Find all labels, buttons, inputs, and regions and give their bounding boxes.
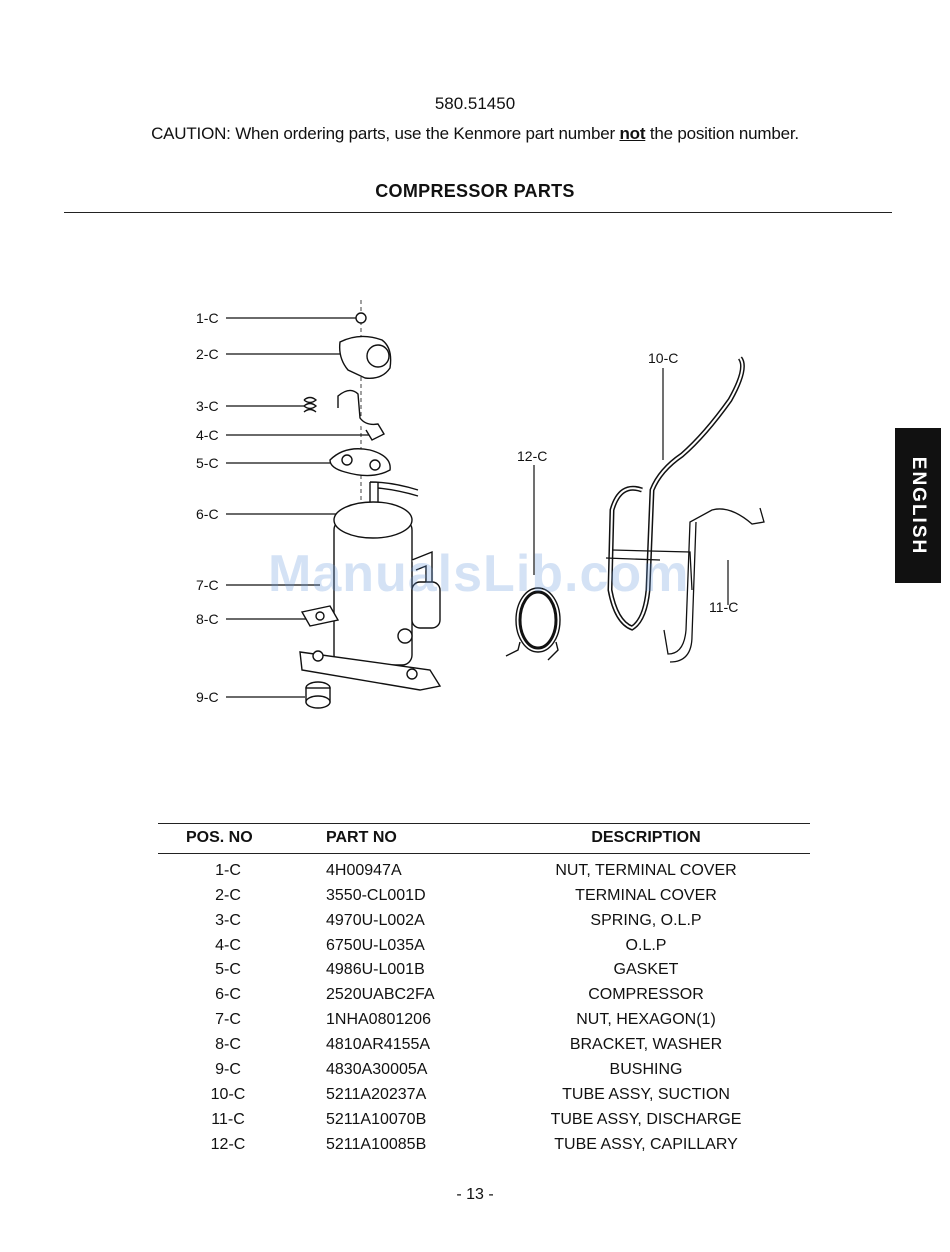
cell-pos: 4-C bbox=[215, 937, 241, 954]
cell-part: 4830A30005A bbox=[326, 1061, 428, 1078]
cell-pos: 9-C bbox=[215, 1061, 241, 1078]
cell-pos: 11-C bbox=[211, 1111, 245, 1128]
callout-labels: 1-C 2-C 3-C 4-C 5-C 6-C 7-C 8-C 9-C 10-C… bbox=[196, 310, 738, 705]
cell-part: 5211A20237A bbox=[326, 1086, 427, 1103]
table-row: 1-C 4H00947A NUT, TERMINAL COVER bbox=[158, 862, 810, 887]
page-number: - 13 - bbox=[456, 1186, 494, 1203]
callout-10c: 10-C bbox=[648, 350, 678, 366]
cell-pos: 2-C bbox=[215, 887, 241, 904]
watermark: ManualsLib.com bbox=[268, 545, 690, 603]
language-tab: ENGLISH bbox=[895, 428, 941, 583]
caution-note: CAUTION: When ordering parts, use the Ke… bbox=[0, 124, 950, 144]
exploded-parts-diagram: 1-C 2-C 3-C 4-C 5-C 6-C 7-C 8-C 9-C 10-C… bbox=[196, 300, 765, 709]
cell-desc: TUBE ASSY, CAPILLARY bbox=[554, 1136, 738, 1153]
cell-desc: SPRING, O.L.P bbox=[590, 912, 702, 929]
callout-11c: 11-C bbox=[709, 599, 738, 615]
caution-emphasis: not bbox=[619, 124, 646, 143]
model-number: 580.51450 bbox=[434, 94, 516, 113]
callout-2c: 2-C bbox=[196, 346, 219, 362]
cell-part: 4H00947A bbox=[326, 862, 402, 879]
table-row: 10-C 5211A20237A TUBE ASSY, SUCTION bbox=[158, 1086, 810, 1111]
leader-lines bbox=[226, 300, 729, 698]
table-row: 3-C 4970U-L002A SPRING, O.L.P bbox=[158, 912, 810, 937]
callout-3c: 3-C bbox=[196, 398, 219, 414]
title-divider bbox=[64, 212, 892, 213]
cell-desc: TERMINAL COVER bbox=[575, 887, 717, 904]
callout-6c: 6-C bbox=[196, 506, 219, 522]
cell-desc: TUBE ASSY, DISCHARGE bbox=[550, 1111, 742, 1128]
callout-4c: 4-C bbox=[196, 427, 219, 443]
cell-desc: BRACKET, WASHER bbox=[569, 1036, 723, 1053]
cell-part: 5211A10085B bbox=[326, 1136, 427, 1153]
section-title: COMPRESSOR PARTS bbox=[375, 181, 575, 201]
cell-desc: NUT, HEXAGON(1) bbox=[576, 1011, 716, 1028]
cell-desc: TUBE ASSY, SUCTION bbox=[562, 1086, 730, 1103]
table-top-rule bbox=[158, 823, 810, 824]
table-header-rule bbox=[158, 853, 810, 854]
cell-pos: 5-C bbox=[215, 961, 241, 978]
table-row: 12-C 5211A10085B TUBE ASSY, CAPILLARY bbox=[158, 1136, 810, 1161]
cell-pos: 7-C bbox=[215, 1011, 241, 1028]
cell-part: 1NHA0801206 bbox=[326, 1011, 431, 1028]
table-row: 8-C 4810AR4155A BRACKET, WASHER bbox=[158, 1036, 810, 1061]
cell-desc: BUSHING bbox=[609, 1061, 683, 1078]
cell-desc: NUT, TERMINAL COVER bbox=[555, 862, 737, 879]
caution-text-after: the position number. bbox=[645, 124, 799, 143]
cell-desc: GASKET bbox=[613, 961, 679, 978]
cell-pos: 6-C bbox=[215, 986, 241, 1003]
cell-part: 6750U-L035A bbox=[326, 937, 425, 954]
cell-part: 3550-CL001D bbox=[326, 887, 426, 904]
cell-pos: 10-C bbox=[210, 1086, 246, 1103]
callout-1c: 1-C bbox=[196, 310, 219, 326]
cell-pos: 1-C bbox=[215, 862, 241, 879]
table-row: 6-C 2520UABC2FA COMPRESSOR bbox=[158, 986, 810, 1011]
callout-8c: 8-C bbox=[196, 611, 219, 627]
table-row: 7-C 1NHA0801206 NUT, HEXAGON(1) bbox=[158, 1011, 810, 1036]
header-pos-no: POS. NO bbox=[186, 829, 253, 846]
table-row: 11-C 5211A10070B TUBE ASSY, DISCHARGE bbox=[158, 1111, 810, 1136]
cell-pos: 3-C bbox=[215, 912, 241, 929]
callout-7c: 7-C bbox=[196, 577, 219, 593]
cell-part: 2520UABC2FA bbox=[326, 986, 435, 1003]
compressor-assembly bbox=[299, 312, 442, 709]
cell-desc: COMPRESSOR bbox=[588, 986, 704, 1003]
callout-9c: 9-C bbox=[196, 689, 219, 705]
cell-part: 4810AR4155A bbox=[326, 1036, 431, 1053]
capillary-tube bbox=[505, 587, 561, 661]
table-row: 4-C 6750U-L035A O.L.P bbox=[158, 937, 810, 962]
table-row: 2-C 3550-CL001D TERMINAL COVER bbox=[158, 887, 810, 912]
header-description: DESCRIPTION bbox=[591, 829, 701, 846]
header-part-no: PART NO bbox=[326, 829, 397, 846]
cell-pos: 12-C bbox=[210, 1136, 246, 1153]
cell-part: 5211A10070B bbox=[326, 1111, 427, 1128]
callout-12c: 12-C bbox=[517, 448, 547, 464]
callout-5c: 5-C bbox=[196, 455, 219, 471]
table-row: 5-C 4986U-L001B GASKET bbox=[158, 961, 810, 986]
suction-discharge-tubes bbox=[605, 356, 765, 663]
cell-part: 4986U-L001B bbox=[326, 961, 425, 978]
cell-pos: 8-C bbox=[215, 1036, 241, 1053]
cell-desc: O.L.P bbox=[625, 937, 667, 954]
cell-part: 4970U-L002A bbox=[326, 912, 425, 929]
table-row: 9-C 4830A30005A BUSHING bbox=[158, 1061, 810, 1086]
caution-text-before: CAUTION: When ordering parts, use the Ke… bbox=[151, 124, 620, 143]
